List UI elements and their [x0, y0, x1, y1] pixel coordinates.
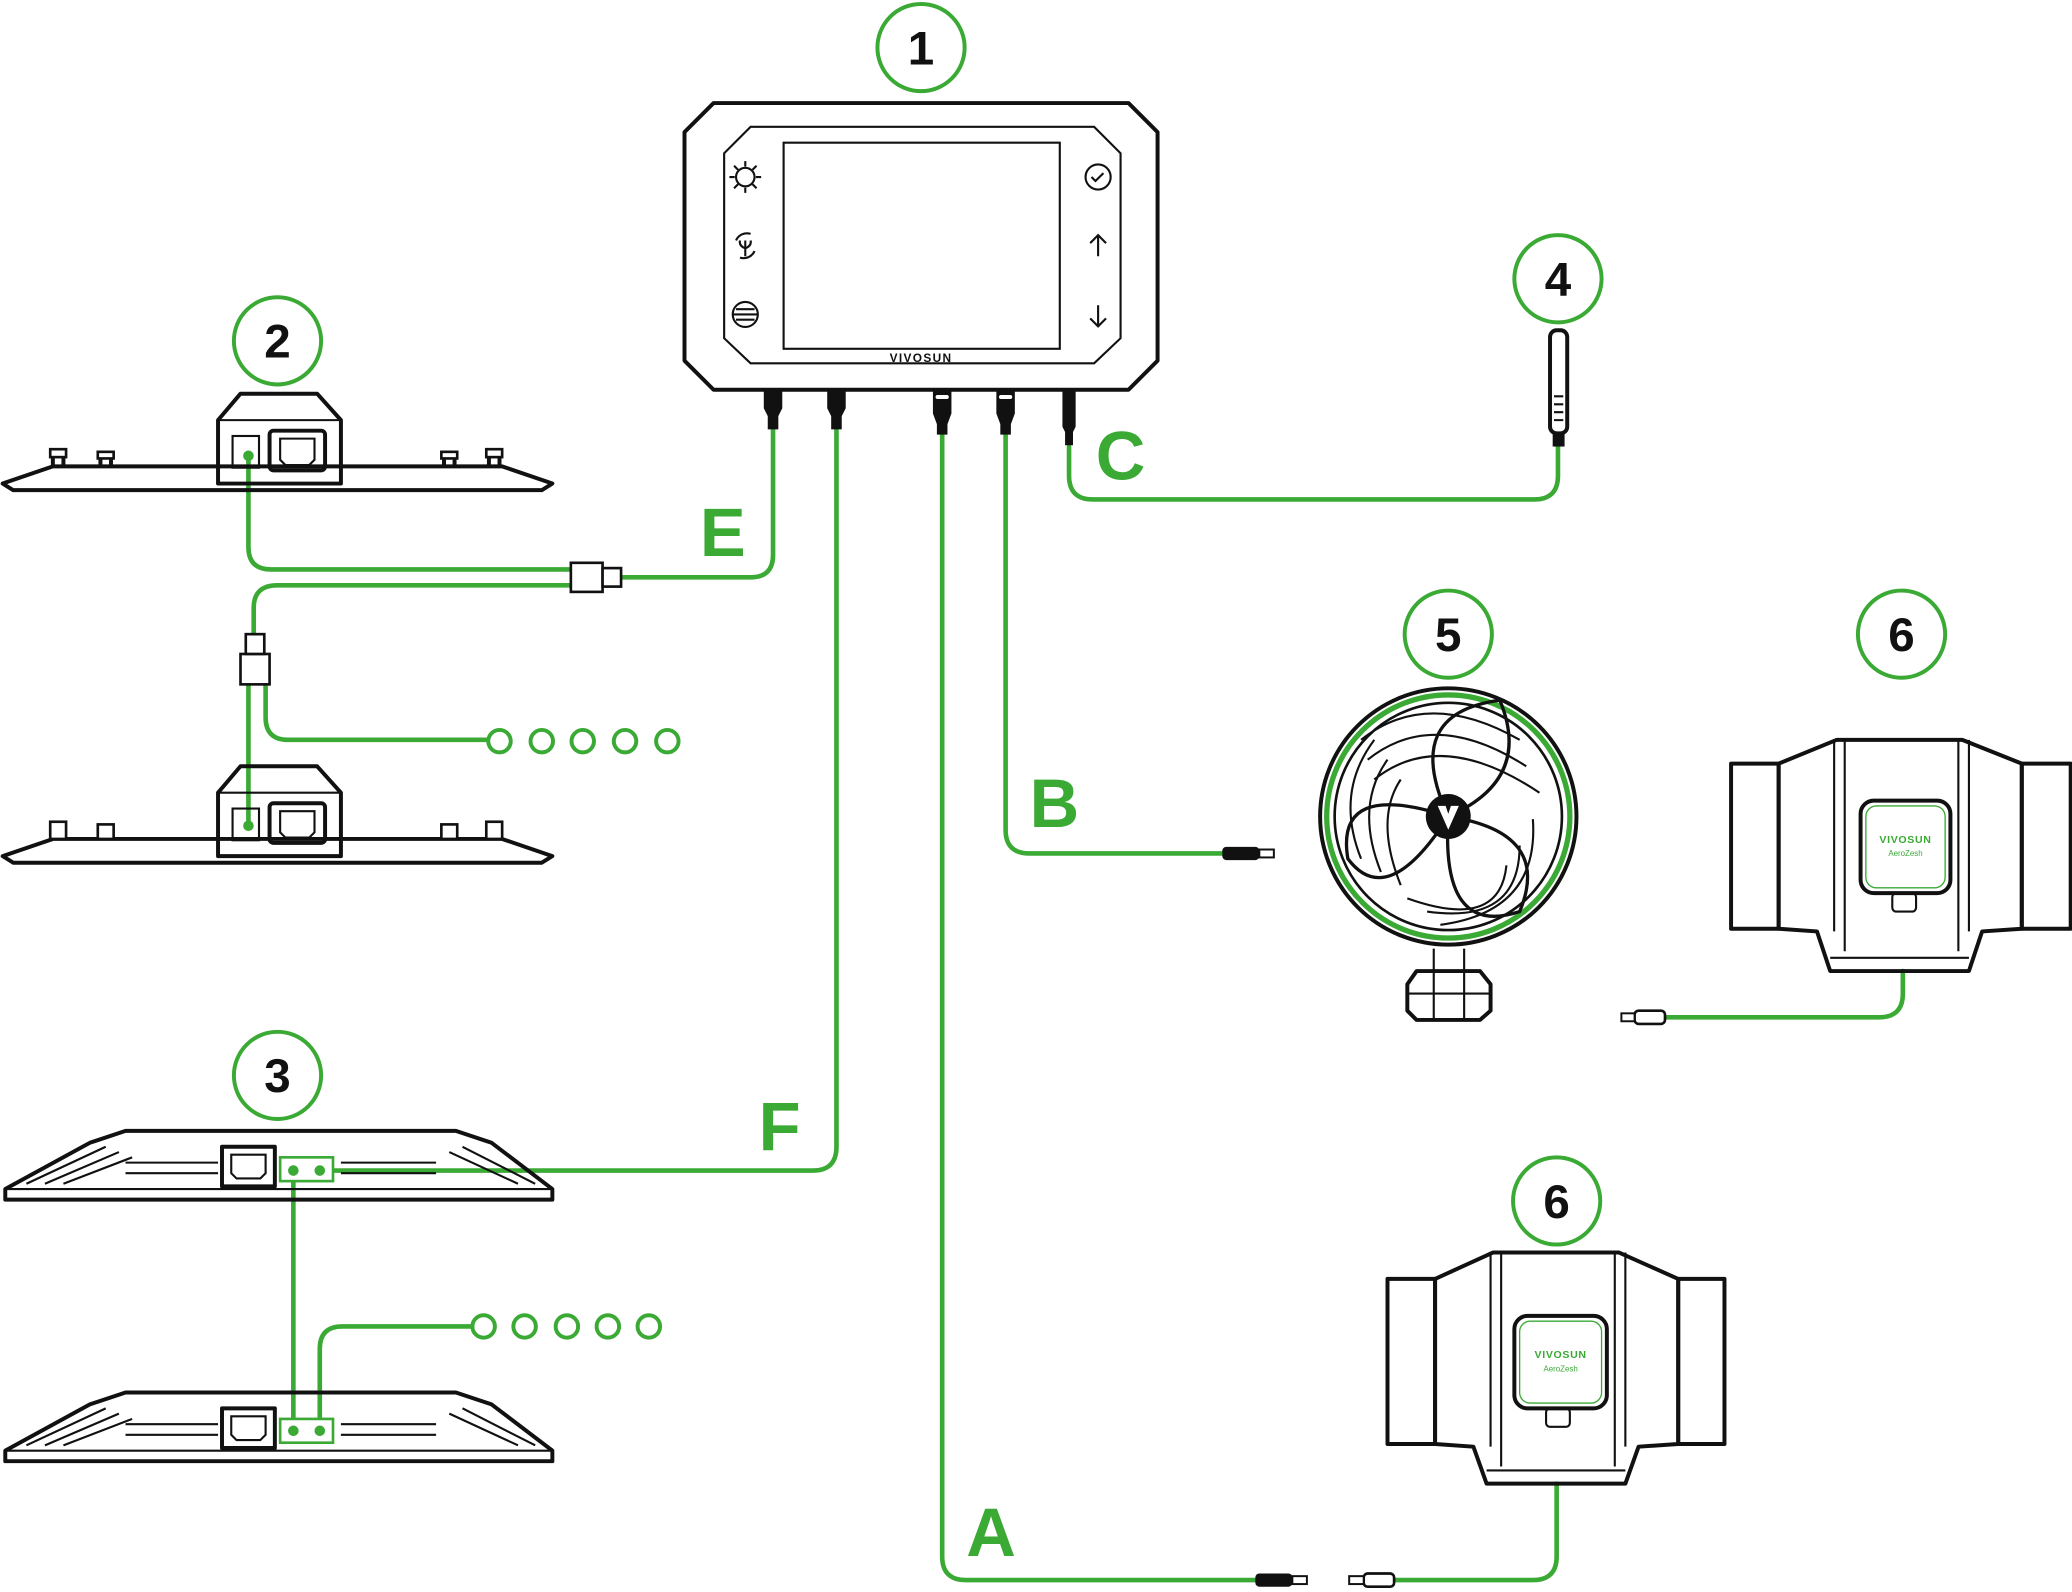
- fan-brand: VIVOSUN: [1879, 834, 1931, 846]
- svg-text:4: 4: [1545, 254, 1572, 307]
- inline-fan-top: VIVOSUN AeroZesh: [1729, 737, 2072, 974]
- cable-a: [939, 427, 1559, 1589]
- cycle-plant-icon[interactable]: [735, 232, 756, 260]
- arrow-down-icon[interactable]: [1089, 305, 1107, 328]
- badge-4: 4: [1512, 233, 1604, 325]
- splitter-connector: [239, 652, 271, 686]
- display-screen: [782, 141, 1061, 350]
- rj-port: [231, 434, 261, 469]
- grow-light-3-top: [3, 1128, 555, 1202]
- usb-c-port-b[interactable]: [996, 389, 1015, 435]
- label-f: F: [759, 1088, 801, 1165]
- cable-top-fan: [1620, 968, 1906, 1026]
- power-socket: [220, 1406, 277, 1450]
- badge-1: 1: [875, 1, 967, 94]
- cable-b: [1003, 427, 1275, 861]
- splitter-connector: [569, 561, 604, 594]
- clip-fan: [1318, 686, 1579, 1022]
- fan-plug: [1362, 1572, 1396, 1589]
- daisy-chain-dots: [486, 727, 681, 755]
- svg-text:6: 6: [1543, 1176, 1569, 1229]
- svg-text:6: 6: [1888, 609, 1914, 662]
- rj-port-pair: [278, 1156, 335, 1183]
- label-c: C: [1096, 417, 1146, 494]
- svg-text:2: 2: [264, 316, 290, 369]
- rj-port-f[interactable]: [827, 389, 846, 430]
- controller: VIVOSUN: [682, 101, 1160, 446]
- label-e: E: [700, 494, 746, 571]
- fan-brand: VIVOSUN: [1535, 1349, 1587, 1361]
- daisy-chain-dots: [470, 1313, 663, 1340]
- label-b: B: [1030, 765, 1080, 842]
- rj-port: [231, 807, 261, 842]
- usb-c-port-a[interactable]: [932, 389, 952, 435]
- badge-2: 2: [231, 295, 324, 387]
- svg-text:3: 3: [264, 1050, 290, 1103]
- fan-plug: [1633, 1009, 1667, 1026]
- usb-c-plug: [1222, 846, 1260, 861]
- light-bar-2-bottom: [0, 764, 555, 865]
- fan-model: AeroZesh: [1888, 849, 1922, 858]
- rj-port-e[interactable]: [763, 389, 783, 430]
- badge-6-bottom: 6: [1511, 1155, 1603, 1247]
- menu-icon[interactable]: [731, 300, 759, 329]
- dc-port-c[interactable]: [1062, 389, 1076, 446]
- check-icon[interactable]: [1084, 163, 1112, 191]
- label-a: A: [966, 1494, 1016, 1571]
- cable-e: [239, 427, 776, 829]
- arrow-up-icon[interactable]: [1089, 233, 1107, 257]
- rj-port-pair: [278, 1417, 335, 1445]
- cable-c: [1066, 444, 1561, 502]
- power-socket: [220, 1144, 277, 1189]
- badge-3: 3: [231, 1029, 324, 1122]
- fan-model: AeroZesh: [1543, 1364, 1577, 1373]
- badge-5: 5: [1402, 588, 1494, 680]
- svg-text:5: 5: [1435, 609, 1461, 662]
- inline-fan-bottom: VIVOSUN AeroZesh: [1385, 1250, 1727, 1486]
- power-socket: [267, 801, 328, 845]
- grow-light-3-bottom: [3, 1390, 555, 1464]
- power-socket: [267, 428, 328, 473]
- usb-c-plug: [1255, 1573, 1293, 1587]
- sun-icon[interactable]: [729, 161, 762, 193]
- cable-f: [291, 427, 839, 1434]
- sensor-probe: [1548, 328, 1570, 447]
- svg-text:1: 1: [908, 22, 934, 75]
- brand-logo: VIVOSUN: [890, 351, 953, 365]
- badge-6-top: 6: [1855, 588, 1948, 680]
- light-bar-2-top: [0, 391, 555, 493]
